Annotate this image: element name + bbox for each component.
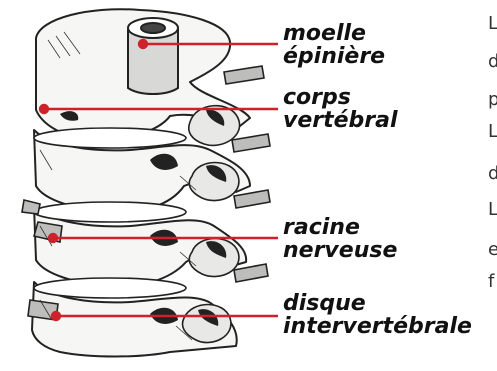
label-disque-line2: intervertébrale <box>283 315 472 338</box>
root-left-3 <box>22 200 40 214</box>
label-corps-line1: corps <box>283 86 398 109</box>
disc-2 <box>34 202 186 222</box>
root-right-4 <box>234 264 268 282</box>
leader-racine-dot <box>49 234 57 242</box>
leader-disque-dot <box>52 312 60 320</box>
label-corps-vertebral: corps vertébral <box>283 86 398 132</box>
side-letter: p <box>488 90 497 110</box>
root-right-3 <box>234 190 270 208</box>
side-letter: e <box>488 240 497 260</box>
label-moelle-line2: épinière <box>283 45 385 68</box>
label-corps-line2: vertébral <box>283 109 398 132</box>
root-right-2 <box>232 134 270 152</box>
label-racine-line2: nerveuse <box>283 239 397 262</box>
disc-3 <box>34 278 186 298</box>
root-right-1 <box>224 66 264 84</box>
side-letter: L <box>488 14 497 34</box>
disc-1 <box>34 128 186 148</box>
leader-corps-dot <box>40 105 48 113</box>
leader-moelle-dot <box>139 40 147 48</box>
spinal-cord <box>128 18 178 94</box>
label-racine-nerveuse: racine nerveuse <box>283 216 397 262</box>
side-letter: d <box>488 164 497 184</box>
cord-body <box>128 30 178 94</box>
label-moelle-epiniere: moelle épinière <box>283 22 385 68</box>
side-letter: L <box>488 122 497 142</box>
label-moelle-line1: moelle <box>283 22 385 45</box>
label-racine-line1: racine <box>283 216 397 239</box>
cord-center <box>141 23 165 33</box>
side-letter: f <box>488 272 494 292</box>
label-disque-intervertebrale: disque intervertébrale <box>283 292 472 338</box>
label-disque-line1: disque <box>283 292 472 315</box>
side-letter: L <box>488 200 497 220</box>
side-letter: d <box>488 52 497 72</box>
